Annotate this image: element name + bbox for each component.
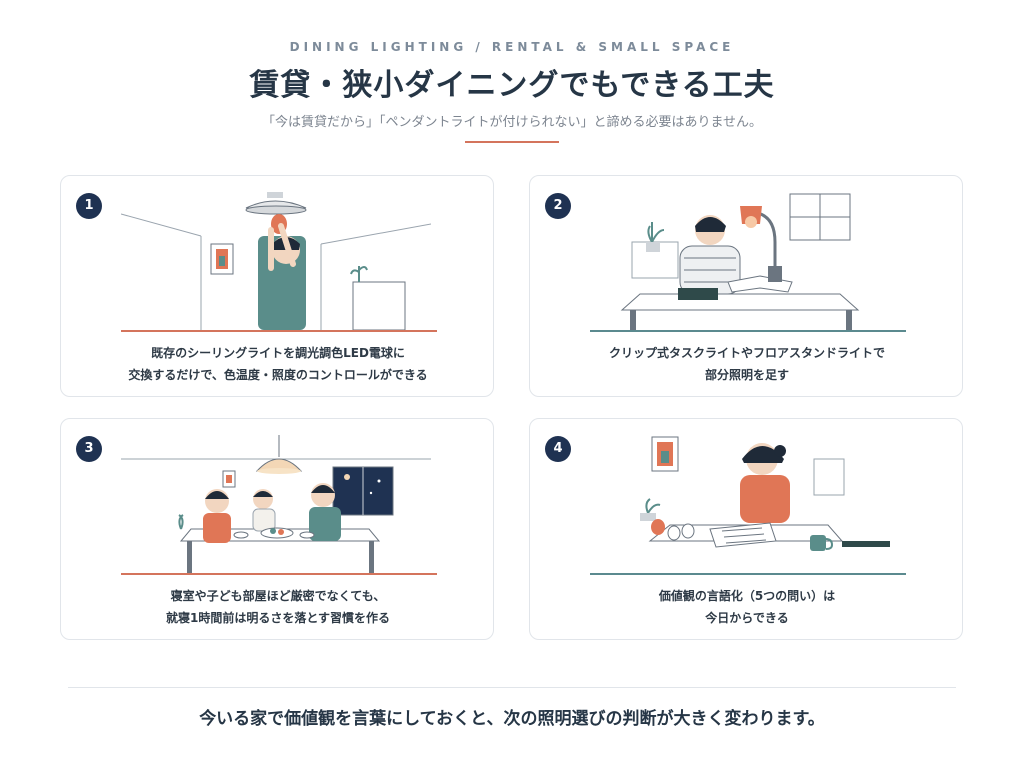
writing-values-illustration (640, 436, 890, 551)
card-divider (590, 573, 906, 575)
desk-lamp-study-illustration (620, 193, 860, 330)
eyebrow-label: DINING LIGHTING / RENTAL & SMALL SPACE (289, 40, 735, 54)
tip-card-2: 2 クリップ式タスクライトやフロアスタンドライトで 部分照明を足す (529, 175, 963, 397)
caption-line: 寝室や子ども部屋ほど厳密でなくても、 (170, 589, 386, 603)
card-caption: 価値観の言語化（5つの問い）は 今日からできる (540, 585, 954, 629)
caption-line: 就寝1時間前は明るさを落とす習慣を作る (166, 611, 390, 625)
caption-line: 交換するだけで、色温度・照度のコントロールができる (128, 368, 428, 382)
page-subtitle: 「今は賃貸だから」「ペンダントライトが付けられない」と諦める必要はありません。 (261, 115, 763, 130)
card-number-badge: 4 (545, 436, 571, 462)
caption-line: 既存のシーリングライトを調光調色LED電球に (151, 346, 405, 360)
accent-divider (465, 141, 559, 143)
page-title: 賃貸・狭小ダイニングでもできる工夫 (249, 68, 775, 103)
card-caption: 寝室や子ども部屋ほど厳密でなくても、 就寝1時間前は明るさを落とす習慣を作る (71, 585, 485, 629)
card-number-badge: 3 (76, 436, 102, 462)
card-caption: クリップ式タスクライトやフロアスタンドライトで 部分照明を足す (540, 342, 954, 386)
caption-line: 今日からできる (705, 611, 789, 625)
card-caption: 既存のシーリングライトを調光調色LED電球に 交換するだけで、色温度・照度のコン… (71, 342, 485, 386)
caption-line: 部分照明を足す (704, 368, 789, 382)
caption-line: クリップ式タスクライトやフロアスタンドライトで (608, 346, 885, 360)
card-divider (590, 330, 906, 332)
card-number-badge: 2 (545, 193, 571, 219)
card-number-badge: 1 (76, 193, 102, 219)
tip-card-4: 4 価値観の言語化（5つの問い）は 今日からできる (529, 418, 963, 640)
footer-message: 今いる家で価値観を言葉にしておくと、次の照明選びの判断が大きく変わります。 (199, 709, 825, 729)
tip-card-3: 3 寝室や子ども部屋ほど厳密でなくても、 就寝1時間前は明るさを落とす (60, 418, 494, 640)
tip-card-1: 1 既存のシーリングライトを調光調色LED電球に 交換するだけで、色温度・照度の… (60, 175, 494, 397)
card-divider (121, 573, 437, 575)
ceiling-light-bulb-illustration (121, 192, 431, 330)
family-dinner-illustration (121, 435, 431, 573)
card-divider (121, 330, 437, 332)
caption-line: 価値観の言語化（5つの問い）は (658, 589, 836, 603)
footer-divider (68, 687, 956, 688)
